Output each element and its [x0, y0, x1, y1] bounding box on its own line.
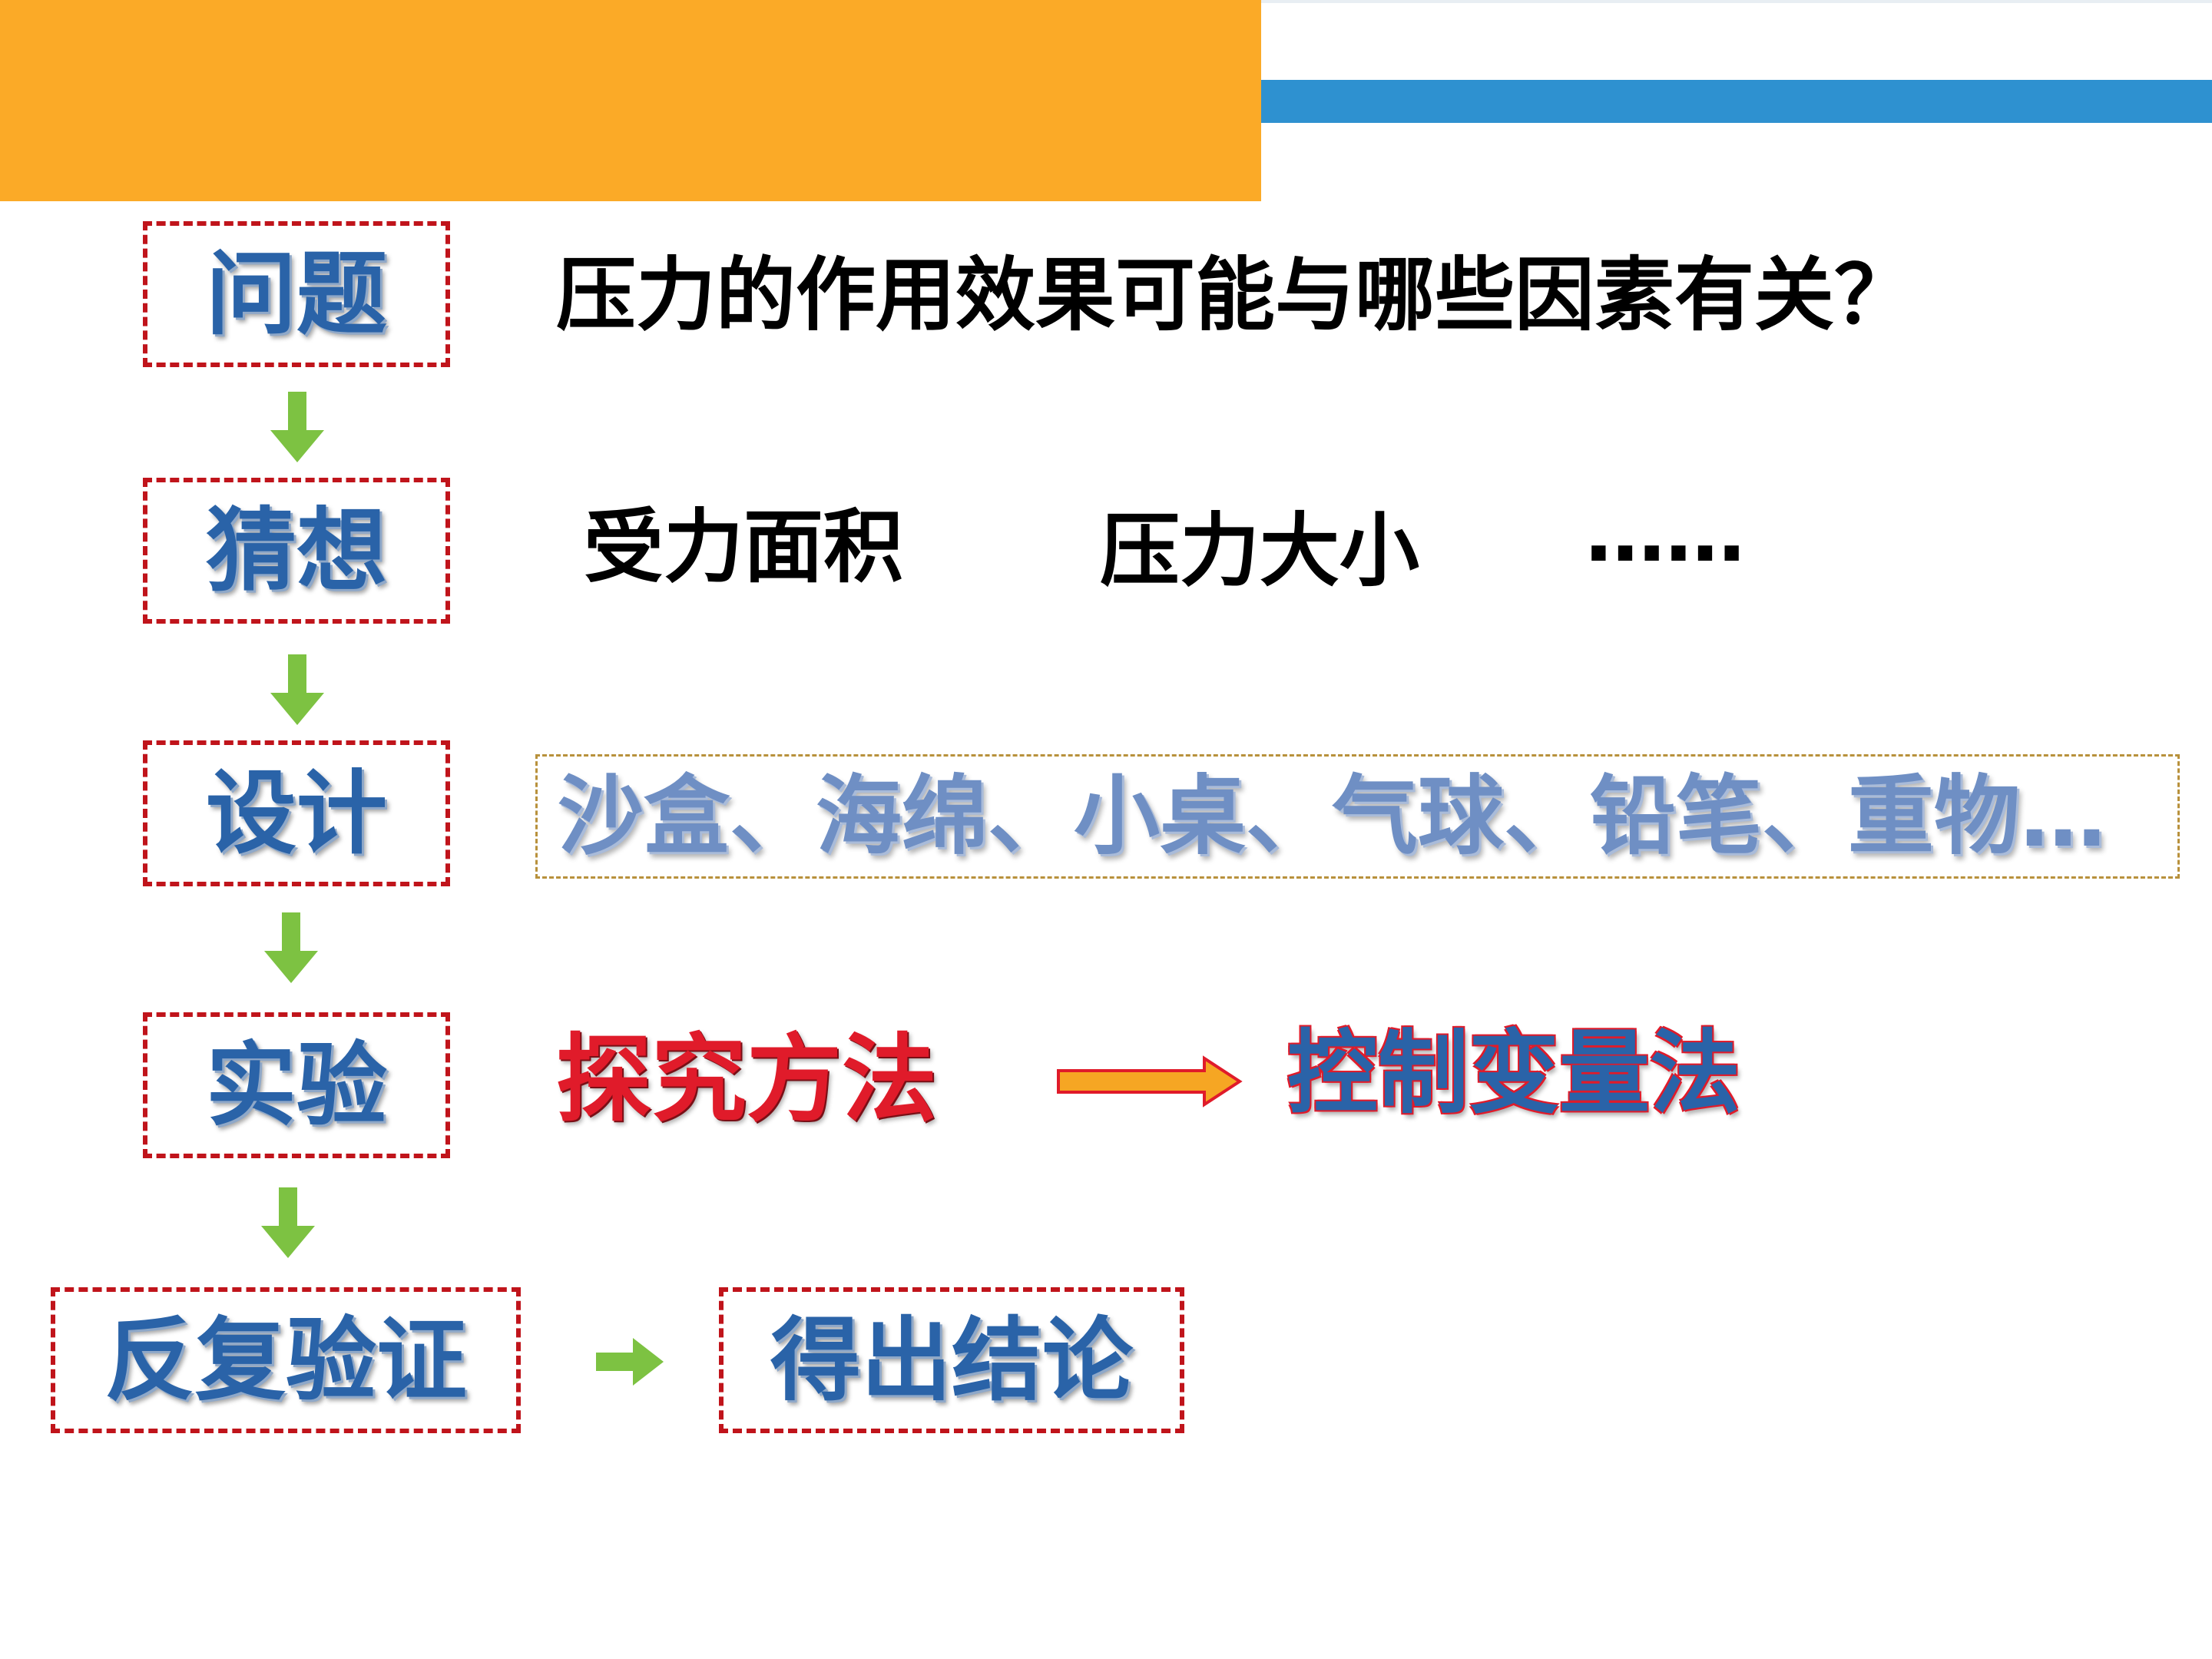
header-blue-bar: [1261, 80, 2212, 123]
step-question-label: 问题: [205, 241, 387, 347]
flow-down-arrow-icon: [270, 654, 324, 725]
step-question-box: 问题: [143, 221, 450, 367]
flow-down-arrow-icon: [264, 912, 318, 983]
research-method-label: 探究方法: [556, 1025, 938, 1135]
header-top-line: [1261, 0, 2212, 3]
flow-down-arrow-icon: [270, 392, 324, 462]
question-text: 压力的作用效果可能与哪些因素有关？: [556, 248, 1915, 342]
hypothesis-pressure-size: 压力大小: [1100, 504, 1420, 598]
flow-down-arrow-icon: [261, 1187, 315, 1258]
step-hypothesis-label: 猜想: [205, 498, 387, 604]
method-right-arrow-icon: [1057, 1055, 1243, 1108]
flow-right-arrow-icon: [596, 1338, 664, 1386]
hypothesis-contact-area: 受力面积: [584, 500, 904, 594]
design-materials-text: 沙盒、海绵、小桌、气球、铅笔、重物…: [558, 767, 2106, 866]
step-verify-label: 反复验证: [104, 1307, 467, 1413]
step-experiment-label: 实验: [205, 1032, 387, 1138]
step-design-box: 设计: [143, 740, 450, 886]
header-orange-bar: [0, 0, 1261, 201]
design-materials-box: 沙盒、海绵、小桌、气球、铅笔、重物…: [535, 754, 2180, 879]
control-variable-method: 控制变量法: [1287, 1020, 1741, 1126]
step-conclusion-label: 得出结论: [770, 1307, 1133, 1413]
step-conclusion-box: 得出结论: [719, 1287, 1184, 1433]
step-hypothesis-box: 猜想: [143, 478, 450, 624]
hypothesis-ellipsis: ……: [1585, 486, 1745, 580]
step-design-label: 设计: [205, 760, 387, 866]
step-verify-box: 反复验证: [51, 1287, 521, 1433]
step-experiment-box: 实验: [143, 1012, 450, 1158]
